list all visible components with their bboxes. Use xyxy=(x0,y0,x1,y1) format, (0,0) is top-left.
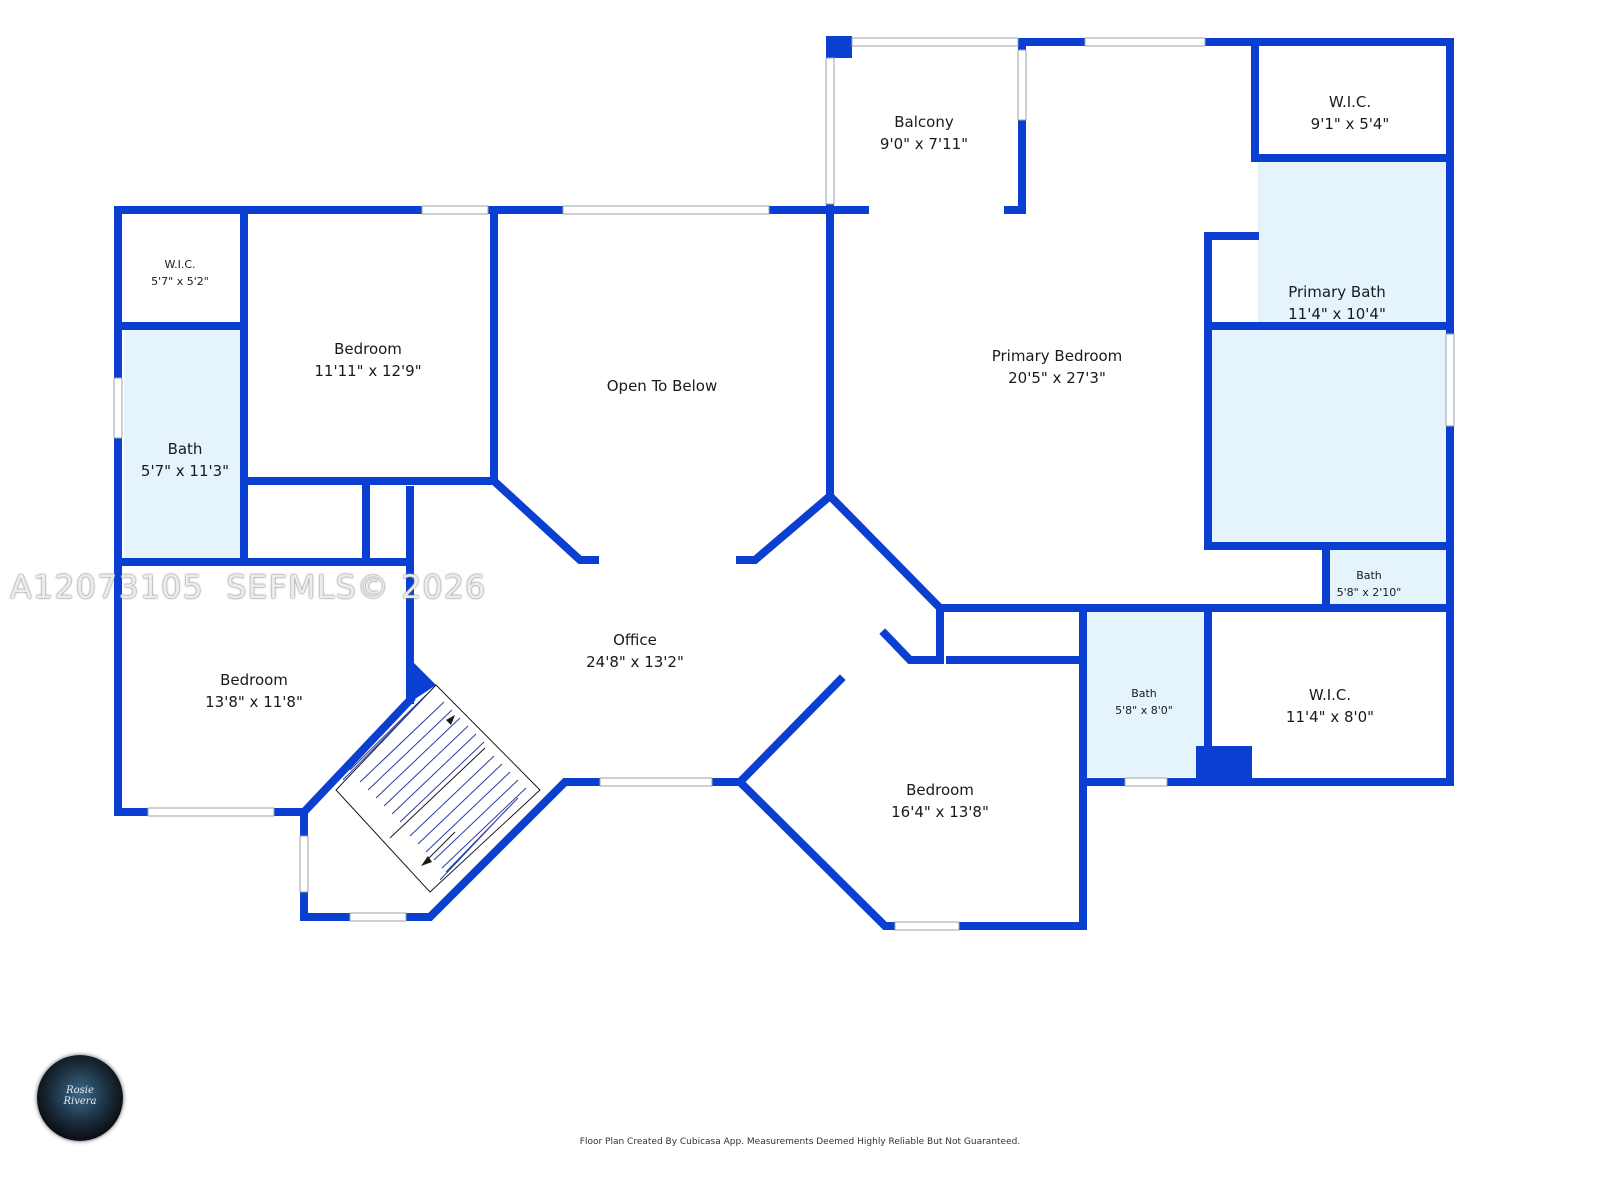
room-name-bath-small-right: Bath xyxy=(1356,569,1382,582)
room-dims-bath-center: 5'8" x 8'0" xyxy=(1115,704,1173,717)
windows xyxy=(113,37,1455,931)
room-name-open-to-below: Open To Below xyxy=(607,377,718,395)
room-dims-bedroom-left: 13'8" x 11'8" xyxy=(205,693,303,711)
room-dims-office: 24'8" x 13'2" xyxy=(586,653,684,671)
room-dims-bedroom-top-left: 11'11" x 12'9" xyxy=(314,362,421,380)
room-name-bedroom-left: Bedroom xyxy=(220,671,288,689)
room-dims-bath-small-right: 5'8" x 2'10" xyxy=(1337,586,1402,599)
room-name-office: Office xyxy=(613,631,657,649)
room-dims-wic-bottom-right: 11'4" x 8'0" xyxy=(1286,708,1374,726)
room-dims-primary-bedroom: 20'5" x 27'3" xyxy=(1008,369,1106,387)
room-name-primary-bath: Primary Bath xyxy=(1288,283,1386,301)
room-labels: Balcony 9'0" x 7'11" W.I.C. 9'1" x 5'4" … xyxy=(141,93,1401,821)
photographer-logo: Rosie Rivera xyxy=(37,1055,123,1141)
room-name-wic-top-right: W.I.C. xyxy=(1329,93,1371,111)
stair-treads xyxy=(342,694,527,881)
room-name-bedroom-bottom: Bedroom xyxy=(906,781,974,799)
logo-signature: Rosie Rivera xyxy=(63,1085,97,1107)
mls-watermark: A12073105 SEFMLS© 2026 xyxy=(10,568,487,606)
room-dims-bedroom-bottom: 16'4" x 13'8" xyxy=(891,803,989,821)
room-name-bath-left: Bath xyxy=(168,440,203,458)
room-name-wic-bottom-right: W.I.C. xyxy=(1309,686,1351,704)
room-name-primary-bedroom: Primary Bedroom xyxy=(992,347,1123,365)
bath-fills xyxy=(124,162,1446,777)
room-name-wic-small: W.I.C. xyxy=(164,258,195,271)
room-name-balcony: Balcony xyxy=(894,113,954,131)
room-dims-wic-top-right: 9'1" x 5'4" xyxy=(1311,115,1390,133)
wall-blocks xyxy=(406,36,1252,782)
staircase xyxy=(335,684,541,893)
room-dims-wic-small: 5'7" x 5'2" xyxy=(151,275,209,288)
room-dims-balcony: 9'0" x 7'11" xyxy=(880,135,968,153)
room-name-bedroom-top-left: Bedroom xyxy=(334,340,402,358)
room-name-bath-center: Bath xyxy=(1131,687,1157,700)
footer-disclaimer: Floor Plan Created By Cubicasa App. Meas… xyxy=(579,1137,1021,1147)
room-dims-primary-bath: 11'4" x 10'4" xyxy=(1288,305,1386,323)
room-dims-bath-left: 5'7" x 11'3" xyxy=(141,462,229,480)
